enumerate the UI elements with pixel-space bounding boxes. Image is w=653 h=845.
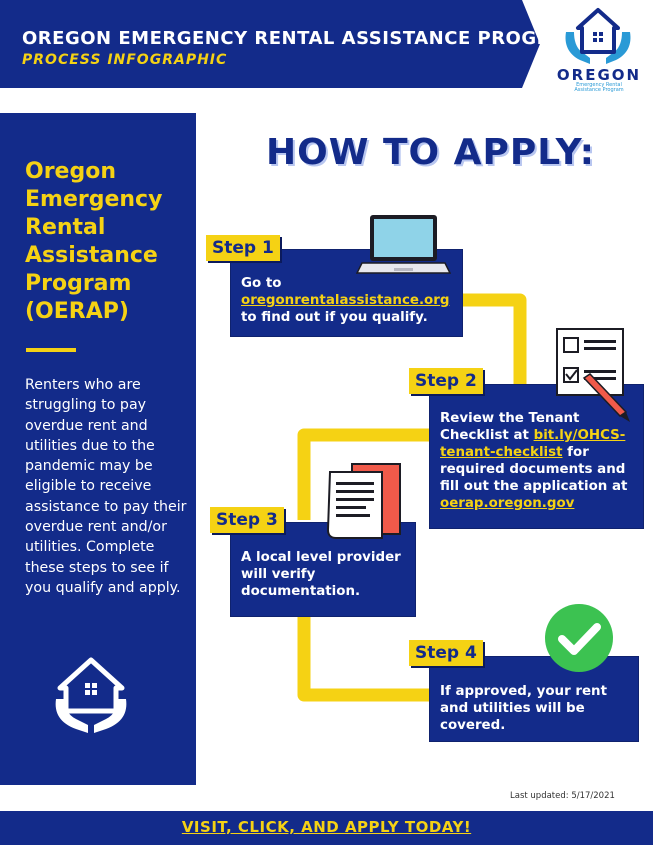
main-heading: HOW TO APPLY:: [266, 132, 595, 173]
documents-icon: [326, 463, 401, 539]
step-4-text: If approved, your rent and utilities wil…: [440, 684, 607, 733]
step-3-text: A local level provider will verify docum…: [241, 550, 401, 599]
checklist-icon: [556, 328, 630, 422]
step-1-link[interactable]: oregonrentalassistance.org: [241, 293, 450, 308]
header-subtitle: PROCESS INFOGRAPHIC: [22, 52, 228, 68]
header-title: OREGON EMERGENCY RENTAL ASSISTANCE PROGR…: [22, 28, 584, 49]
sidebar-divider: [26, 348, 76, 352]
step-2-text-before: Review the Tenant Checklist at: [440, 411, 580, 443]
sidebar-description: Renters who are struggling to pay overdu…: [25, 377, 187, 596]
footer-bar: [0, 811, 653, 845]
house-hands-icon: [55, 657, 127, 733]
sidebar-title: Oregon Emergency Rental Assistance Progr…: [25, 159, 163, 324]
checkmark-icon: [545, 604, 613, 672]
last-updated: Last updated: 5/17/2021: [510, 791, 615, 801]
step-2-label: Step 2: [409, 368, 483, 394]
header-banner: [0, 0, 540, 88]
step-2-card: Review the Tenant Checklist at bit.ly/OH…: [430, 385, 643, 528]
step-4-card: If approved, your rent and utilities wil…: [430, 657, 638, 741]
step-3-label: Step 3: [210, 507, 284, 533]
sidebar: [0, 113, 196, 785]
step-1-text-after: to find out if you qualify.: [241, 310, 428, 325]
step-2-link[interactable]: bit.ly/OHCS-tenant-checklist: [440, 428, 626, 460]
logo-wordmark: OREGON: [556, 66, 642, 84]
step-4-label: Step 4: [409, 640, 483, 666]
footer-cta-link[interactable]: VISIT, CLICK, AND APPLY TODAY!: [181, 818, 472, 836]
step-connector-path: [297, 293, 527, 702]
step-2-text-mid: for required documents and fill out the …: [440, 445, 628, 494]
step-2-link-2[interactable]: oerap.oregon.gov: [440, 496, 575, 511]
logo-tagline: Emergency Rental Assistance Program: [574, 82, 624, 93]
step-1-label: Step 1: [206, 235, 280, 261]
step-3-card: A local level provider will verify docum…: [231, 523, 415, 616]
oregon-logo-icon: [565, 8, 631, 64]
step-1-text-before: Go to: [241, 276, 282, 291]
laptop-icon: [356, 215, 451, 274]
